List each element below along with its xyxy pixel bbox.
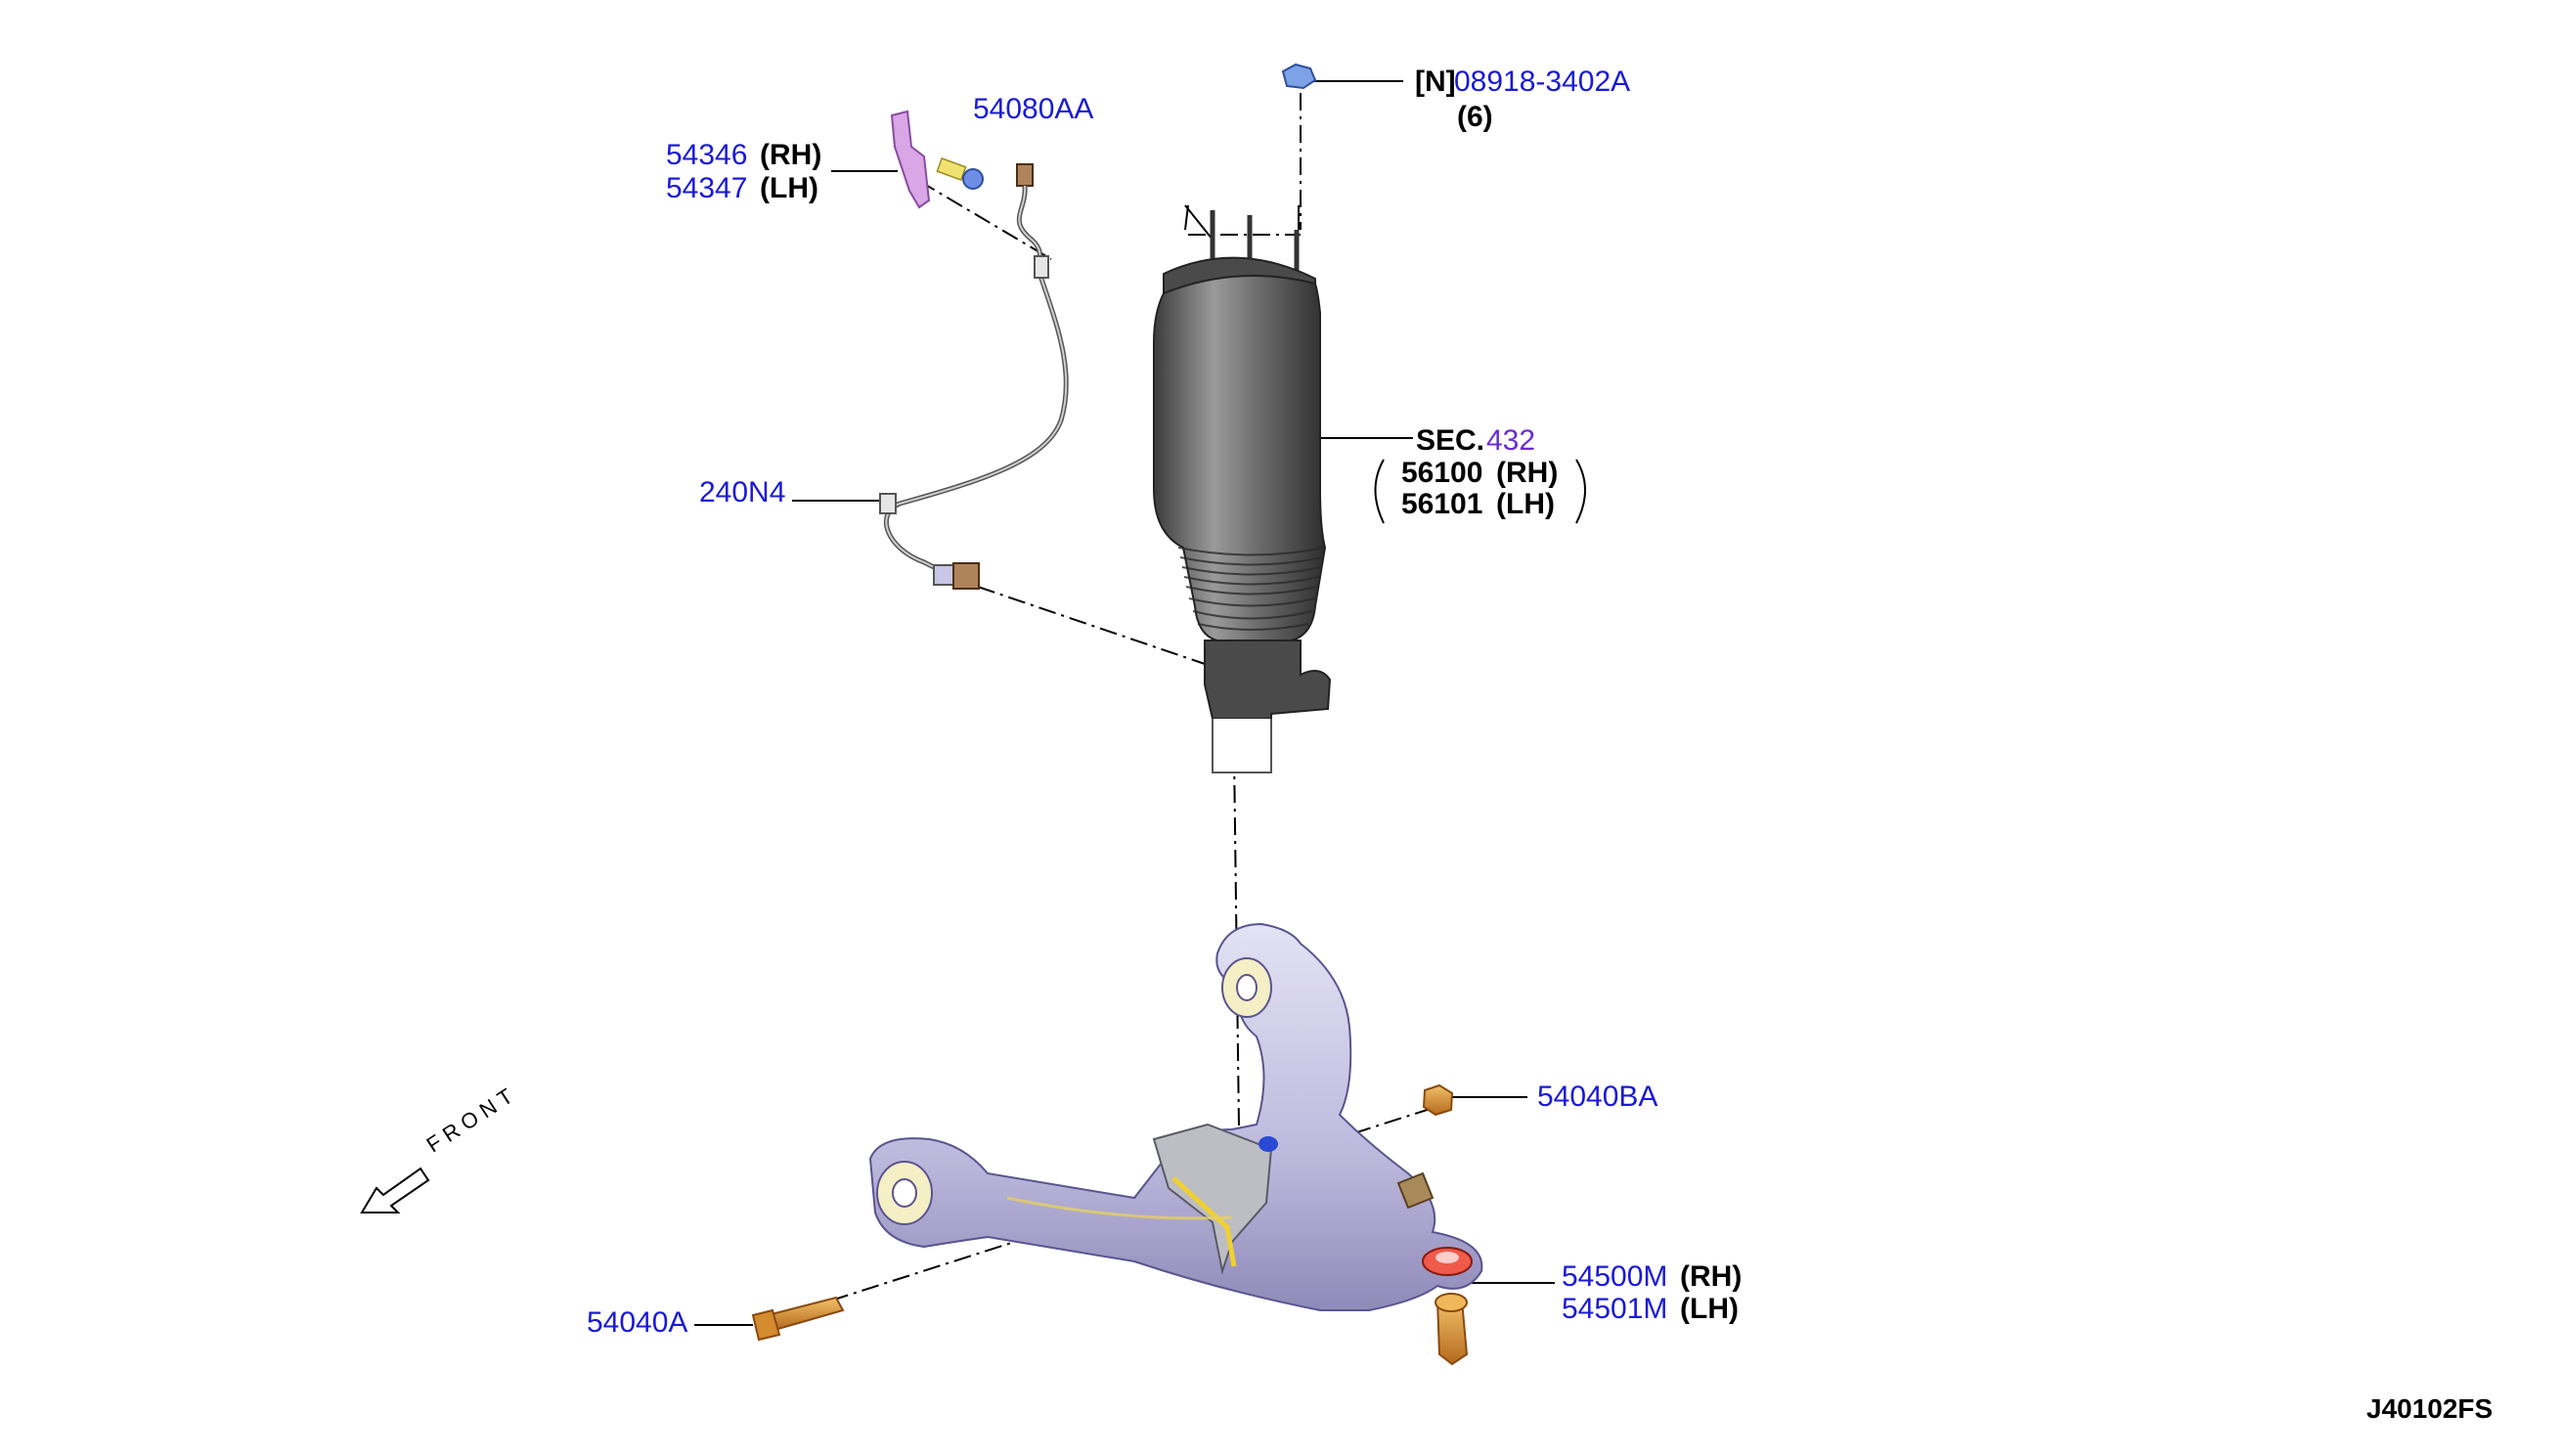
abs-sensor-graphic	[879, 163, 1069, 590]
guide-lines	[830, 93, 1443, 1302]
leader-lines	[694, 80, 1555, 1326]
part-number-arm-lh[interactable]: 54501M	[1562, 1293, 1668, 1325]
air-strut-graphic	[1153, 210, 1332, 773]
part-number-arm-bolt[interactable]: 54040A	[587, 1306, 688, 1339]
part-number-nut[interactable]: 08918-3402A	[1454, 66, 1631, 98]
strut-label-parens	[1374, 459, 1586, 524]
top-nut-graphic	[1281, 63, 1317, 90]
strut-lh-side: (LH)	[1496, 488, 1555, 520]
part-number-bracket-lh[interactable]: 54347	[666, 172, 748, 204]
lower-arm-graphic	[868, 922, 1483, 1366]
arm-lh-side: (LH)	[1680, 1293, 1739, 1325]
part-number-strut-rh[interactable]: 56100	[1401, 457, 1483, 489]
part-number-sensor[interactable]: 240N4	[699, 476, 786, 508]
part-number-bolt-top[interactable]: 54080AA	[973, 93, 1094, 125]
diagram-id: J40102FS	[2366, 1393, 2494, 1424]
arm-rh-side: (RH)	[1680, 1260, 1743, 1293]
strut-section-ref[interactable]: 432	[1486, 424, 1536, 457]
part-number-bracket-rh[interactable]: 54346	[666, 139, 748, 171]
nut-prefix: [N]	[1415, 66, 1456, 98]
part-number-strut-lh[interactable]: 56101	[1401, 488, 1483, 520]
front-arrow-icon	[360, 1167, 430, 1213]
bracket-rh-side: (RH)	[760, 139, 822, 171]
sensor-bracket-graphic	[890, 110, 984, 209]
bracket-lh-side: (LH)	[760, 172, 818, 204]
part-number-arm-nut[interactable]: 54040BA	[1537, 1081, 1658, 1113]
arm-bolt-graphic	[751, 1296, 845, 1342]
stud-bracket	[1184, 204, 1300, 241]
strut-rh-side: (RH)	[1496, 457, 1559, 489]
nut-quantity: (6)	[1457, 101, 1493, 133]
arm-nut-graphic	[1422, 1083, 1454, 1117]
part-number-arm-rh[interactable]: 54500M	[1562, 1260, 1668, 1293]
strut-section-prefix: SEC.	[1416, 424, 1485, 457]
